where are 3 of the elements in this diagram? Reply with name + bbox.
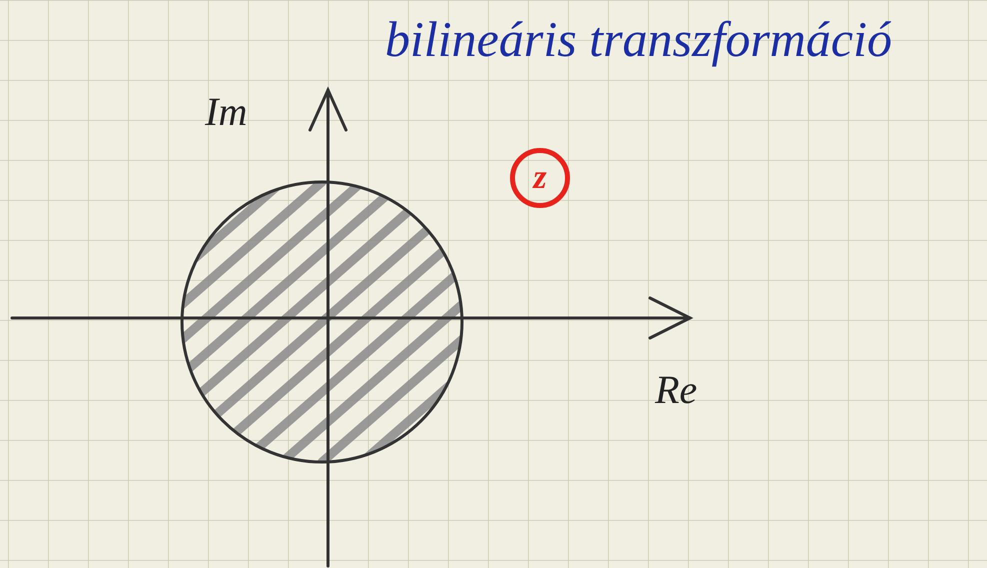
axis-label: Re xyxy=(655,370,698,410)
circled-variable: z xyxy=(510,148,570,208)
axis-label: Im xyxy=(205,92,248,132)
